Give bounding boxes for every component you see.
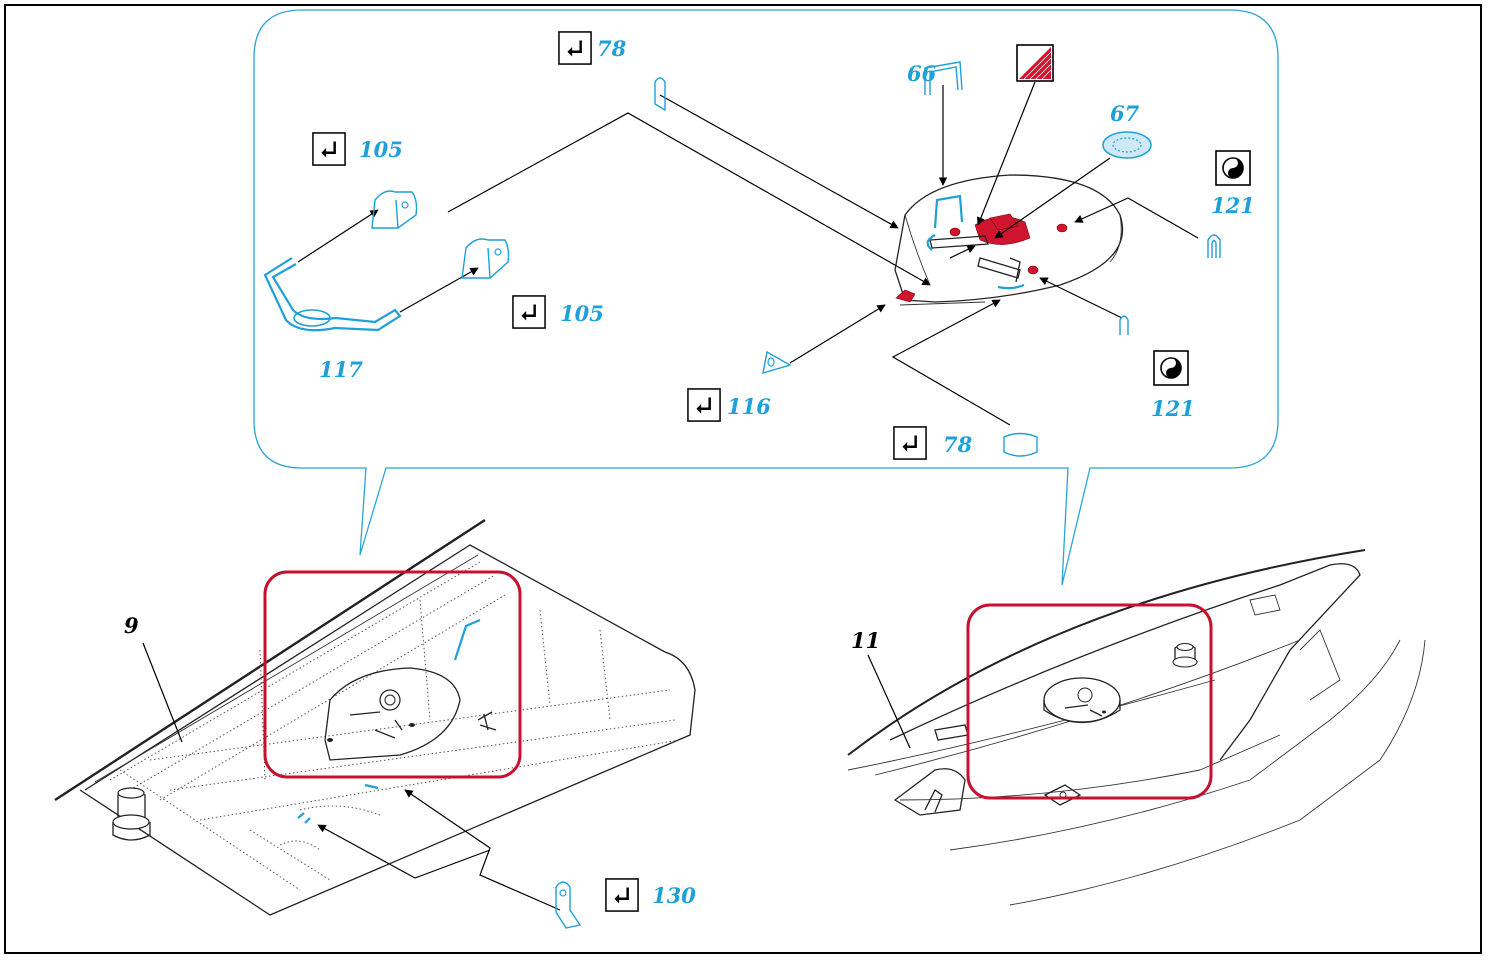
label-9: 9 [124, 613, 139, 638]
label-105-upper: 105 [359, 137, 403, 162]
red-paint-swatch-icon [1016, 44, 1054, 82]
fold-arrow-icon [893, 426, 927, 460]
label-130: 130 [652, 883, 696, 908]
label-67: 67 [1110, 101, 1140, 126]
fold-arrow-icon [605, 878, 639, 912]
label-121-upper: 121 [1211, 193, 1255, 218]
fold-arrow-icon [312, 132, 346, 166]
label-11: 11 [851, 628, 880, 653]
label-78-bottom: 78 [943, 432, 973, 457]
detail-leader-lines [297, 81, 1199, 426]
label-105-lower: 105 [560, 301, 604, 326]
label-116: 116 [727, 394, 771, 419]
page-frame [4, 4, 1482, 954]
fold-arrow-icon [512, 295, 546, 329]
label-66: 66 [907, 61, 937, 86]
right-fuselage-assembly [847, 549, 1426, 906]
detail-blue-parts [263, 61, 1221, 457]
left-highlight-box [263, 570, 522, 779]
fold-arrow-icon [558, 31, 592, 65]
detail-callout-bubble [253, 9, 1279, 586]
label-117: 117 [319, 357, 363, 382]
main-labels: 9 11 130 [124, 613, 880, 908]
left-panel-assembly [54, 518, 696, 929]
label-78-top: 78 [597, 36, 627, 61]
label-121-lower: 121 [1151, 396, 1195, 421]
callout-labels: 78 66 67 105 105 121 121 117 116 78 [319, 36, 1255, 457]
fold-arrow-icon [687, 388, 721, 422]
yin-yang-icon [1215, 150, 1251, 186]
yin-yang-icon [1153, 350, 1189, 386]
right-highlight-box [966, 603, 1213, 800]
